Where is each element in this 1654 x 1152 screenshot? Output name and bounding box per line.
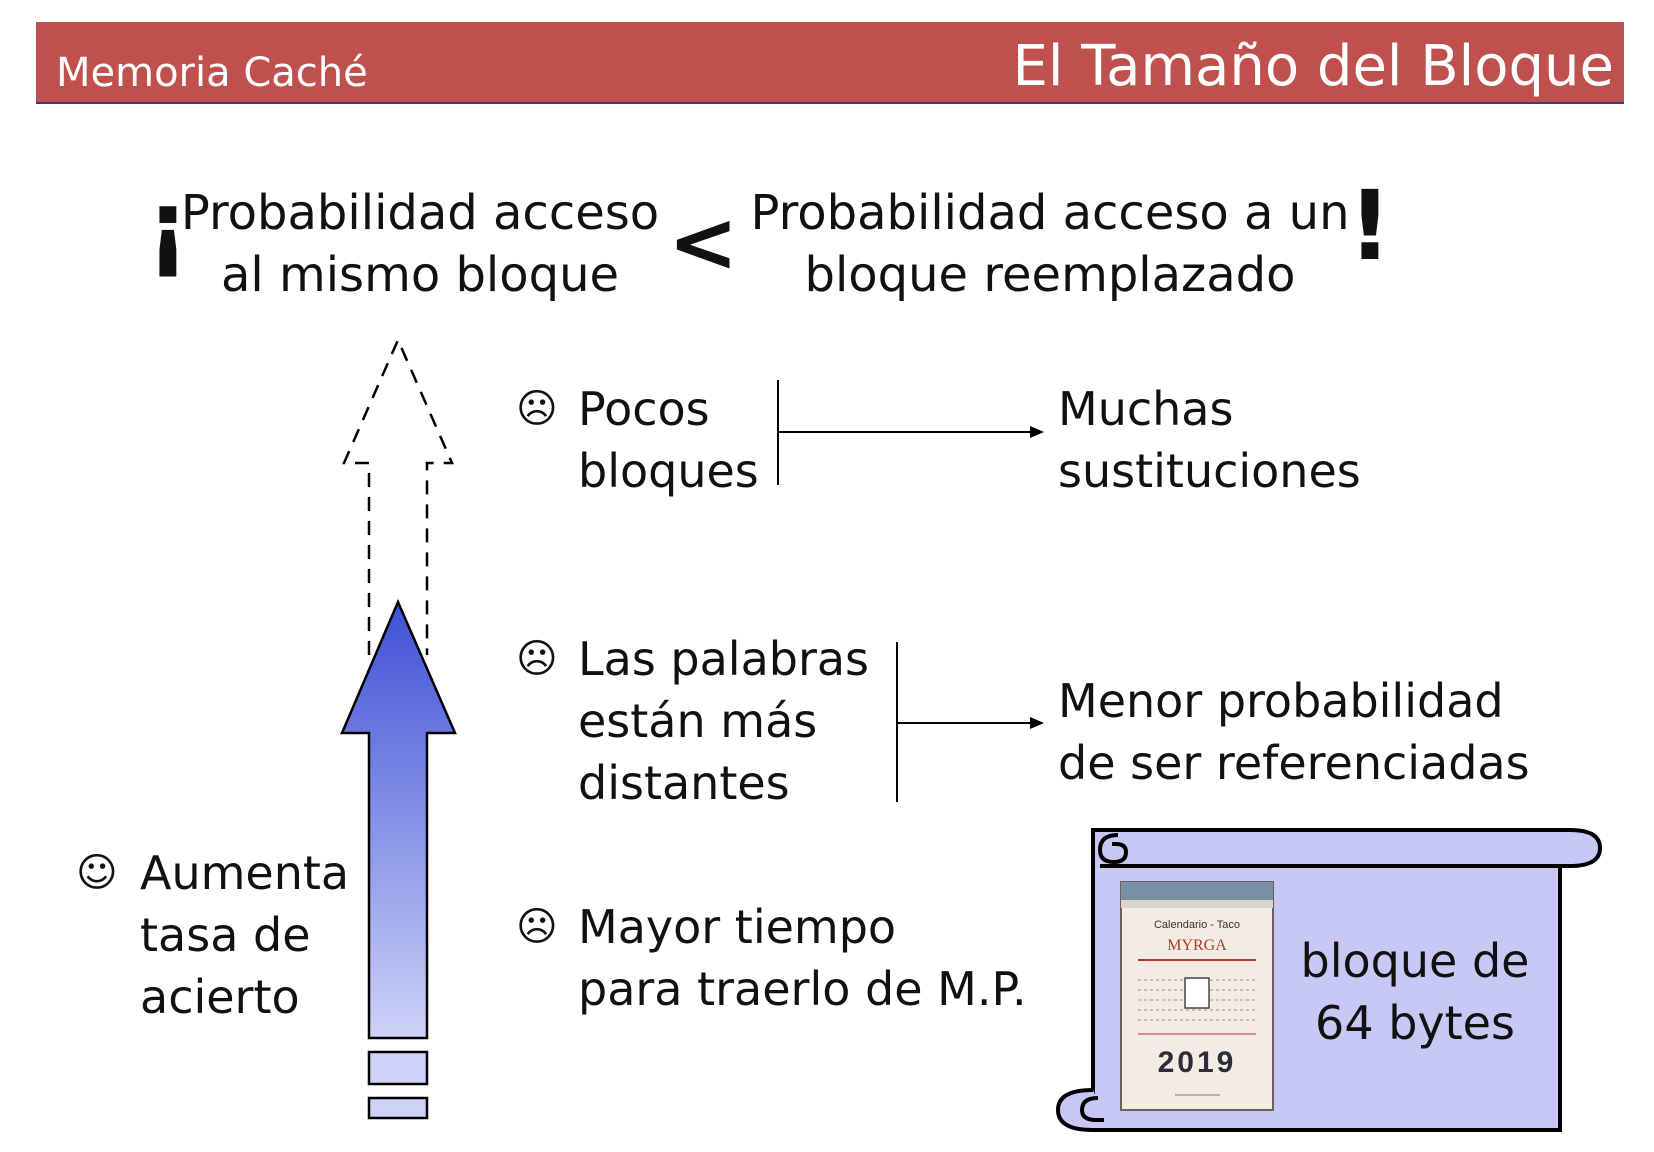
effect-2-result: Menor probabilidad de ser referenciadas	[1058, 670, 1530, 794]
right-probability-line1: Probabilidad acceso a un	[750, 185, 1350, 241]
calendar-image: Calendario - Taco MYRGA 2019	[1120, 881, 1274, 1111]
effect-2-result-line1: Menor probabilidad	[1058, 674, 1504, 728]
sad-face-icon: ☹	[516, 636, 558, 682]
benefit-text: Aumenta tasa de acierto	[140, 842, 349, 1028]
effect-1-line1: Pocos	[578, 382, 710, 436]
left-probability-line1: Probabilidad acceso	[180, 185, 660, 241]
slide-title: El Tamaño del Bloque	[1012, 34, 1614, 99]
effect-1-result-line2: sustituciones	[1058, 444, 1361, 498]
connector-1-head	[1030, 426, 1044, 438]
left-probability-line2: al mismo bloque	[220, 247, 620, 303]
sad-face-icon: ☹	[516, 904, 558, 950]
benefit-line3: acierto	[140, 970, 300, 1024]
effect-1-line2: bloques	[578, 444, 759, 498]
scroll-line1: bloque de	[1300, 934, 1530, 988]
scroll-text: bloque de 64 bytes	[1285, 930, 1545, 1054]
effect-1-cause: Pocos bloques	[578, 378, 759, 502]
increase-arrow	[340, 598, 457, 1040]
smiley-face-icon: ☺	[76, 850, 118, 896]
benefit-line2: tasa de	[140, 908, 311, 962]
effect-3-cause: Mayor tiempo para traerlo de M.P.	[578, 896, 1027, 1020]
right-probability: Probabilidad acceso a un bloque reemplaz…	[750, 182, 1350, 306]
arrow-tail-block-2	[367, 1096, 429, 1120]
open-exclamation: ¡	[146, 170, 190, 282]
calendar-year: 2019	[1158, 1046, 1237, 1079]
effect-3-line1: Mayor tiempo	[578, 900, 897, 954]
effect-2-line2: están más	[578, 694, 818, 748]
scroll-line2: 64 bytes	[1315, 996, 1515, 1050]
effect-2-cause: Las palabras están más distantes	[578, 628, 869, 814]
effect-2-result-line2: de ser referenciadas	[1058, 736, 1530, 790]
sad-face-icon: ☹	[516, 386, 558, 432]
connector-2-head	[1030, 717, 1044, 729]
effect-2-line1: Las palabras	[578, 632, 870, 686]
close-exclamation: !	[1348, 170, 1392, 282]
calendar-brand: MYRGA	[1167, 937, 1227, 954]
dashed-arrow	[342, 336, 454, 655]
section-label: Memoria Caché	[56, 50, 368, 96]
arrow-tail-block-1	[367, 1050, 429, 1086]
effect-1-result: Muchas sustituciones	[1058, 378, 1361, 502]
effect-1-result-line1: Muchas	[1058, 382, 1234, 436]
less-than-operator: <	[668, 193, 739, 291]
benefit-line1: Aumenta	[140, 846, 350, 900]
calendar-header: Calendario - Taco	[1154, 919, 1240, 931]
right-probability-line2: bloque reemplazado	[804, 247, 1296, 303]
effect-2-line3: distantes	[578, 756, 790, 810]
header-bar	[36, 22, 1624, 104]
left-probability: Probabilidad acceso al mismo bloque	[180, 182, 660, 306]
effect-3-line2: para traerlo de M.P.	[578, 962, 1027, 1016]
